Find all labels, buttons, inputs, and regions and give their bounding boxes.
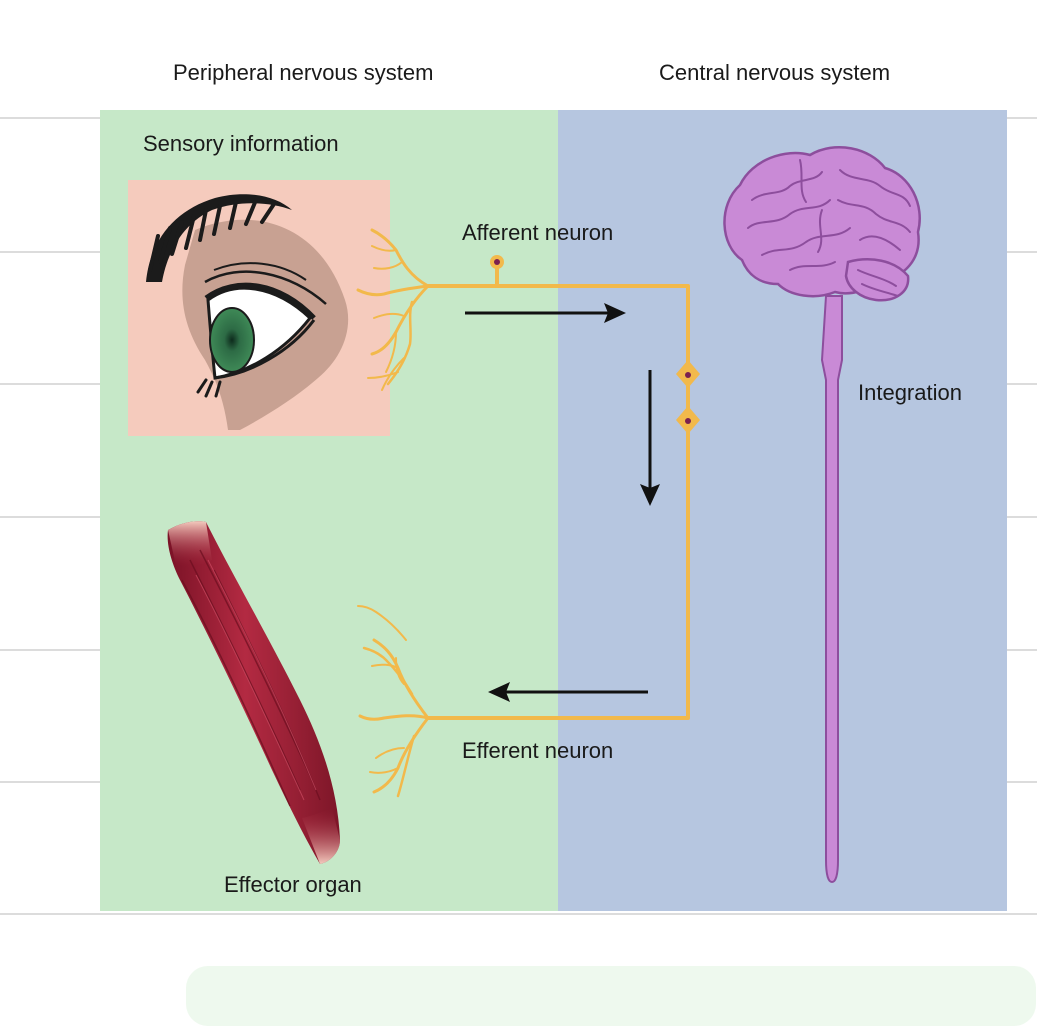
integration-arrow-icon [640,370,660,506]
effector-label: Effector organ [224,872,362,897]
efferent-neuron [357,428,690,798]
efferent-arrow-icon [488,682,648,702]
page-rule [0,913,1037,915]
afferent-label: Afferent neuron [462,220,613,245]
eye-icon [128,180,390,436]
integration-label: Integration [858,380,962,405]
spinal-cord-icon [820,295,843,884]
muscle-icon [167,521,340,864]
afferent-neuron [356,228,690,391]
reflex-arc-diagram: Sensory information [100,110,1007,911]
answer-card [186,966,1036,1026]
afferent-arrow-icon [465,303,626,323]
efferent-label: Efferent neuron [462,738,613,763]
peripheral-header: Peripheral nervous system [173,60,434,85]
sensory-label: Sensory information [143,131,339,156]
central-header: Central nervous system [659,60,891,85]
interneuron-synapse [676,360,700,434]
brain-icon [723,146,921,302]
afferent-soma-nucleus [494,259,500,265]
